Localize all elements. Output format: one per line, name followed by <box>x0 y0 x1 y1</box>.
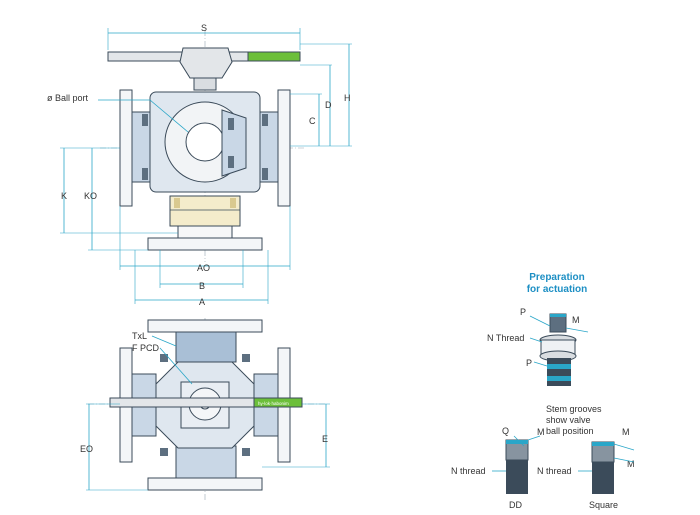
label-H: H <box>344 93 351 103</box>
prep-title-line1: Preparation <box>529 272 585 283</box>
label-D: D <box>325 100 332 110</box>
prep-stem-groove <box>550 314 566 317</box>
handle-hub <box>179 47 233 79</box>
bottom-bolt-1 <box>174 198 180 208</box>
handle-grip <box>247 51 301 62</box>
label-S: S <box>201 23 207 33</box>
ball-port-leader-2 <box>149 99 189 133</box>
handle-brand-text: hy-lok·habonim <box>258 401 289 406</box>
flange-left <box>119 89 133 207</box>
prep-title-line2: for actuation <box>527 284 588 295</box>
label-P-top: P <box>520 307 526 317</box>
label-K: K <box>61 191 67 201</box>
stem-neck <box>193 77 217 91</box>
bottom-bolt-2 <box>230 198 236 208</box>
plan-bolt-2 <box>242 354 250 362</box>
label-N-thread-sq: N thread <box>537 466 572 476</box>
F-PCD-leader <box>159 347 193 385</box>
TxL-leader <box>151 335 177 347</box>
dd-stem-shaft <box>506 460 528 494</box>
label-KO: KO <box>84 191 97 201</box>
ball-port-circle <box>185 122 225 162</box>
label-Square: Square <box>589 500 618 510</box>
P-top-leader <box>529 315 551 327</box>
label-M-top: M <box>572 315 580 325</box>
label-B: B <box>199 281 205 291</box>
label-TxL: TxL <box>132 331 147 341</box>
square-stem-shaft <box>592 462 614 494</box>
plan-top-flange <box>147 319 263 333</box>
square-stem-groove <box>592 442 614 446</box>
label-N-thread-dd: N thread <box>451 466 486 476</box>
label-DD: DD <box>509 500 522 510</box>
flange-right <box>277 89 291 207</box>
plate-bolt-top <box>228 118 234 130</box>
bolt-right-top <box>262 114 268 126</box>
stem-note-line2: show valve <box>546 415 591 425</box>
label-N-thread-top: N Thread <box>487 333 524 343</box>
prep-blue-ring-2 <box>547 376 571 381</box>
label-P-bottom: P <box>526 358 532 368</box>
label-Q: Q <box>502 426 509 436</box>
stem-note-line1: Stem grooves <box>546 404 602 414</box>
label-F-PCD: F PCD <box>132 343 160 353</box>
N-thread-top-leader <box>529 337 543 343</box>
plan-handle-bar <box>109 397 255 408</box>
bolt-left-bottom <box>142 168 148 180</box>
plan-bottom-connector <box>175 445 237 479</box>
label-EO: EO <box>80 444 93 454</box>
bottom-flange <box>147 237 263 251</box>
bottom-connector <box>177 225 233 239</box>
M-sq-2-leader <box>613 457 635 463</box>
label-M-sq-1: M <box>622 427 630 437</box>
dd-stem-groove <box>506 440 528 444</box>
label-ball-port: ø Ball port <box>47 93 89 103</box>
plan-bolt-1 <box>160 354 168 362</box>
M-top-leader <box>565 327 589 333</box>
prep-blue-ring-1 <box>547 364 571 369</box>
stem-details: Stem grooves show valve ball position Q … <box>451 404 635 510</box>
stem-note-line3: ball position <box>546 426 594 436</box>
bolt-right-bottom <box>262 168 268 180</box>
plan-view: hy-lok·habonim TxL F PCD EO E <box>80 318 330 500</box>
bottom-bolted-section <box>169 195 241 227</box>
P-bottom-leader <box>533 361 548 367</box>
plan-handle-grip <box>253 397 303 408</box>
actuation-prep-detail: Preparation for actuation P M N Thread P <box>487 272 589 386</box>
Q-leader <box>513 435 525 447</box>
label-M-sq-2: M <box>627 459 635 469</box>
label-M-dd: M <box>537 427 545 437</box>
plate-bolt-bottom <box>228 156 234 168</box>
label-C: C <box>309 116 316 126</box>
bolt-left-top <box>142 114 148 126</box>
M-dd-leader <box>527 435 541 441</box>
label-AO: AO <box>197 263 210 273</box>
front-elevation-view: S H D C ø Ball port K KO AO <box>47 23 352 307</box>
plan-bottom-flange <box>147 477 263 491</box>
prep-gland <box>547 358 571 386</box>
plan-top-connector <box>175 331 237 363</box>
M-sq-1-leader <box>613 443 635 451</box>
plan-bolt-3 <box>160 448 168 456</box>
label-A: A <box>199 297 205 307</box>
plan-bolt-4 <box>242 448 250 456</box>
label-E: E <box>322 434 328 444</box>
